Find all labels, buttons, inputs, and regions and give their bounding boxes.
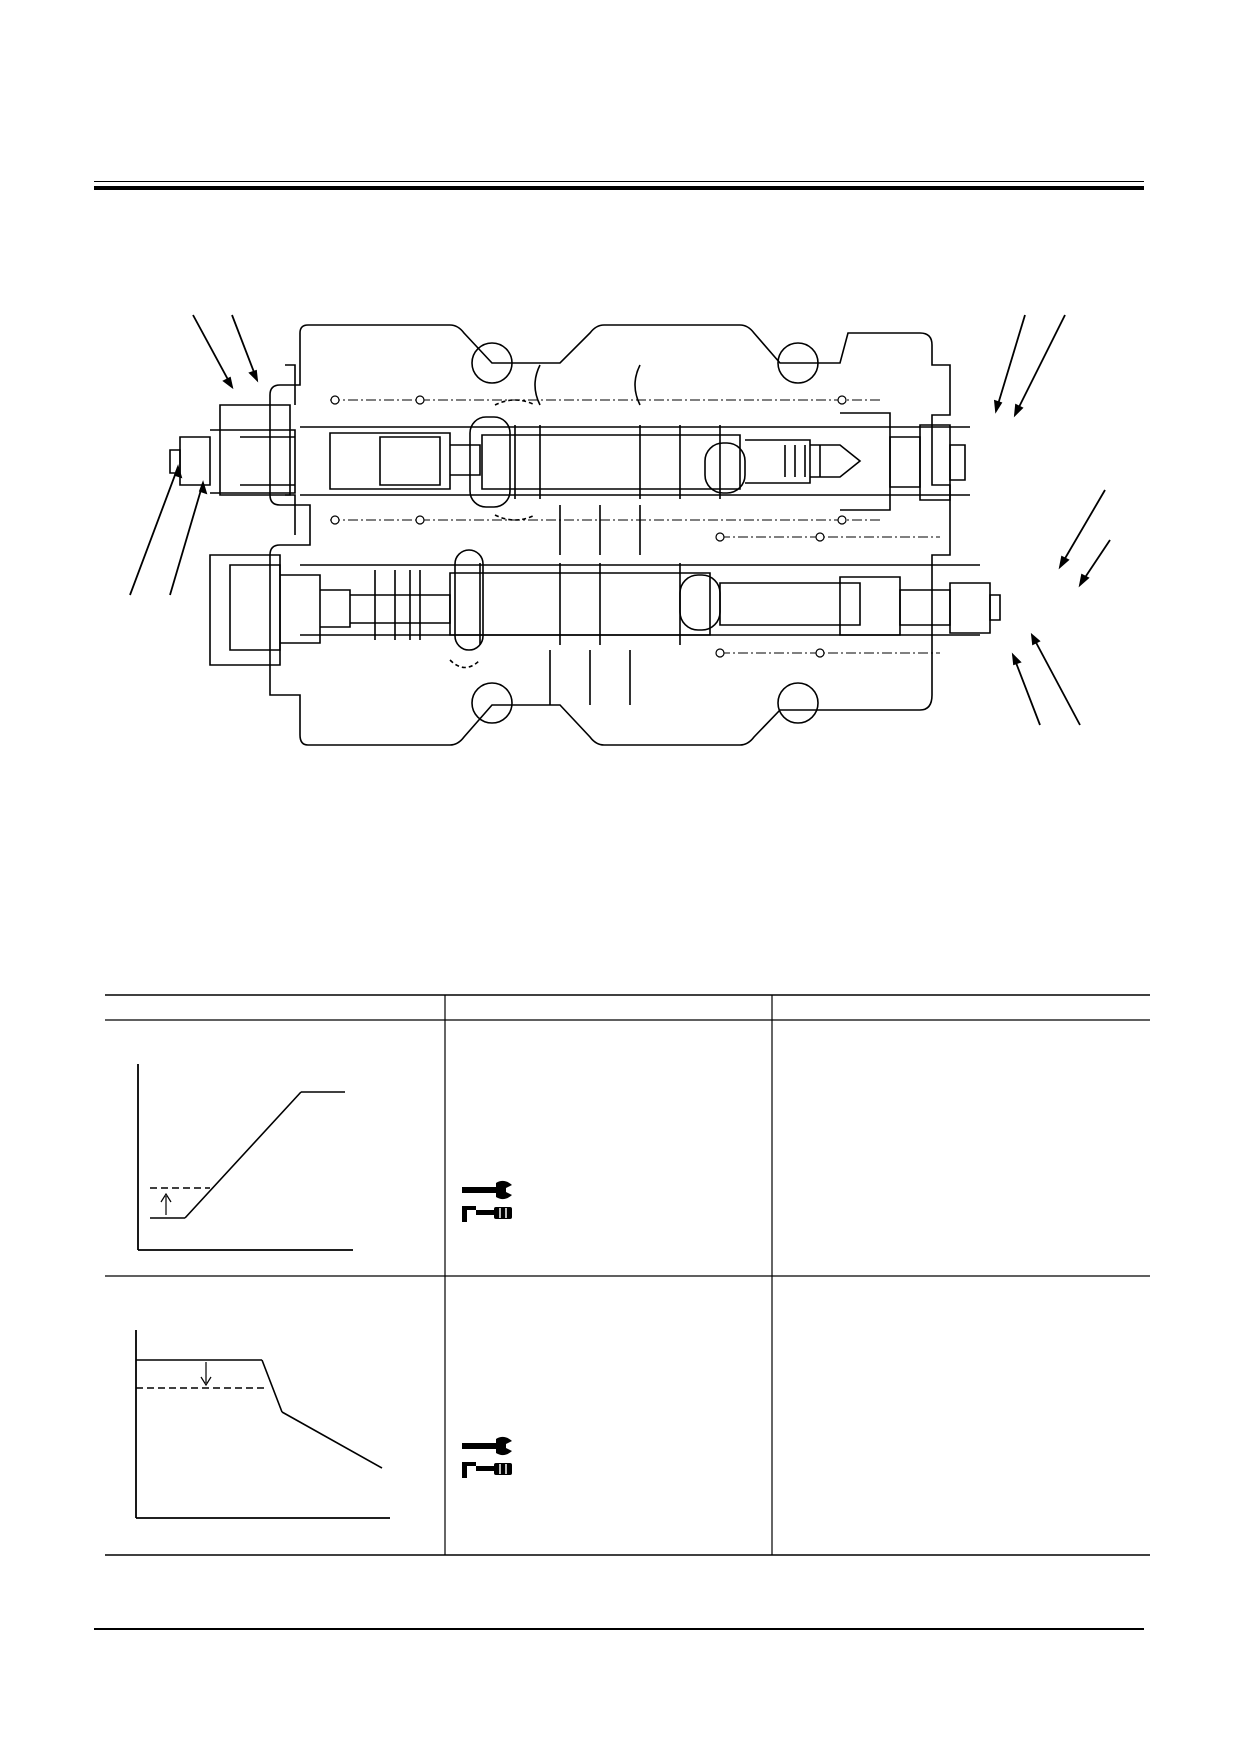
lower-right-nut	[949, 582, 991, 634]
bolt-hole	[471, 682, 513, 724]
bolt-hole	[471, 342, 513, 384]
graph-pressure-rise	[137, 1064, 353, 1251]
header-rule	[94, 186, 1144, 190]
valve-cross-section-drawing	[129, 314, 1111, 746]
hex-wrench-icon	[462, 1206, 512, 1222]
lower-left-cap	[209, 554, 281, 666]
footer-rule	[94, 1628, 1144, 1630]
wrench-icon	[462, 1436, 512, 1456]
hex-wrench-icon	[462, 1462, 512, 1478]
valve-body-outline	[269, 324, 951, 746]
upper-spool	[481, 434, 741, 490]
lower-spool	[449, 572, 711, 636]
bolt-hole	[777, 682, 819, 724]
graph-pressure-drop	[135, 1330, 390, 1519]
wrench-icon	[462, 1180, 512, 1200]
header-rule-thin	[94, 181, 1144, 182]
bolt-hole	[777, 342, 819, 384]
